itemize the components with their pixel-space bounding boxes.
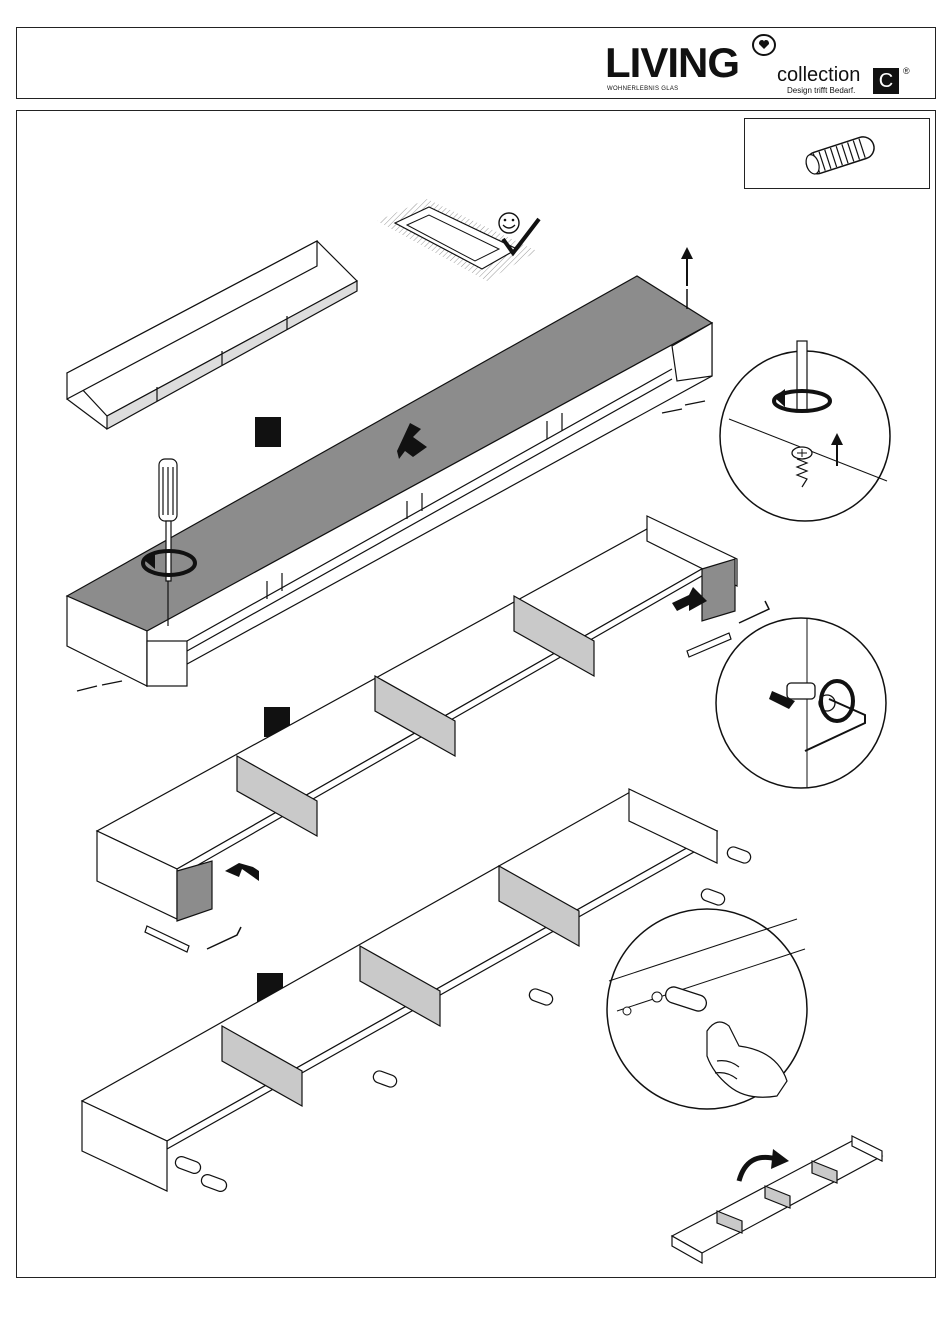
protective-mat-illustration [377,199,537,281]
arrow-up-icon [681,247,693,309]
collection-slogan: Design trifft Bedarf. [787,86,855,95]
assembly-instructions-panel [16,110,936,1278]
arrow-left-icon [225,863,259,881]
brand-tagline: WOHNERLEBNIS GLAS [607,86,678,92]
flip-arrow-icon [739,1149,789,1181]
step-marker-1 [255,417,281,447]
heart-logo-icon [751,32,777,58]
brand-logo: LIVING WOHNERLEBNIS GLAS collection Desi… [605,28,935,100]
screw-icon [662,401,705,413]
registered-mark: ® [903,66,910,76]
collection-letter-badge: C [873,68,899,94]
brand-name: LIVING [605,42,739,84]
assembly-diagram [17,111,935,1277]
header-frame: LIVING WOHNERLEBNIS GLAS collection Desi… [16,27,936,99]
shelf-overview-illustration [67,241,357,429]
screw-icon [77,681,122,691]
detail-circle-cam-bolt [716,618,886,788]
detail-circle-screw-removal [720,341,890,521]
collection-label: collection [777,64,860,86]
